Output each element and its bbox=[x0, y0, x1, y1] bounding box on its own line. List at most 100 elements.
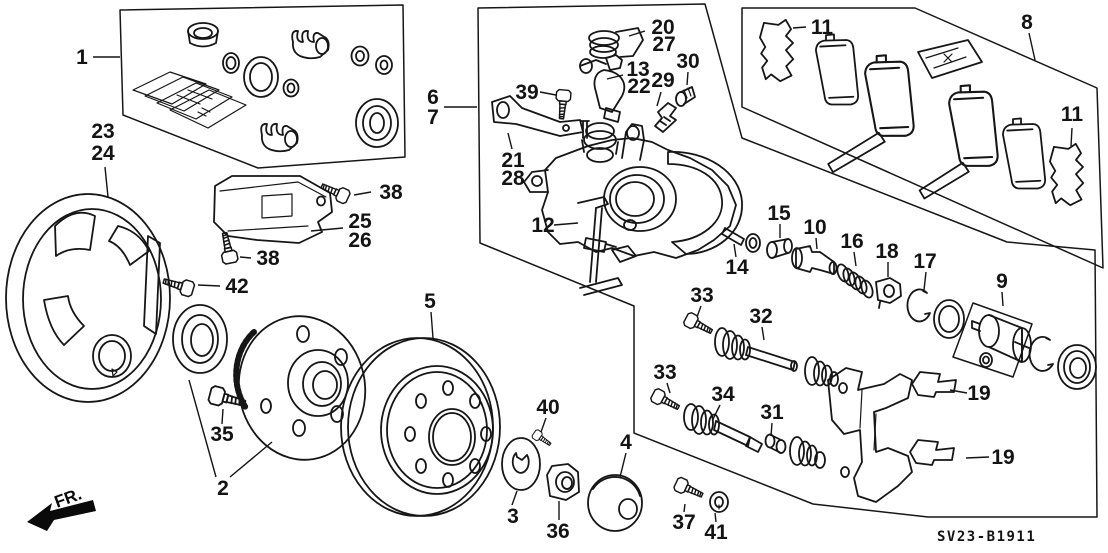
return-spring bbox=[588, 27, 644, 59]
leader-line-10 bbox=[815, 237, 818, 250]
brake-disc bbox=[340, 337, 501, 517]
leader-line-39 bbox=[539, 91, 557, 96]
leader-line-30 bbox=[686, 71, 689, 86]
leader-line-11 bbox=[1070, 127, 1073, 147]
carrier-bracket bbox=[827, 367, 913, 503]
callout-28: 28 bbox=[501, 167, 525, 190]
callout-38: 38 bbox=[379, 181, 403, 204]
callout-8: 8 bbox=[1021, 11, 1033, 34]
callout-21: 21 bbox=[501, 149, 525, 172]
callout-24: 24 bbox=[91, 142, 115, 165]
callout-2: 2 bbox=[217, 477, 229, 500]
leader-line-11 bbox=[792, 26, 807, 29]
seal-kit-box-outline bbox=[119, 4, 406, 169]
leader-line-32 bbox=[761, 326, 765, 341]
leader-line-33 bbox=[696, 305, 702, 318]
diagram-code: SV23-B1911 bbox=[937, 529, 1036, 545]
leader-line-9 bbox=[1001, 291, 1004, 307]
leader-line-29 bbox=[656, 91, 662, 107]
nut-41 bbox=[709, 491, 729, 513]
bolt-38-upper bbox=[318, 178, 352, 206]
leader-line-19 bbox=[949, 389, 968, 394]
pin-boot-lower bbox=[789, 436, 818, 467]
bleed-cap bbox=[675, 86, 696, 107]
slide-pin-group bbox=[648, 310, 839, 469]
leader-line-17 bbox=[923, 271, 927, 291]
retainer-19-upper bbox=[911, 371, 957, 398]
caliper-assembly bbox=[491, 27, 745, 296]
bolt-33-lower bbox=[648, 386, 683, 415]
callout-33: 33 bbox=[690, 284, 713, 307]
leader-line-42 bbox=[197, 284, 221, 287]
leader-line-12 bbox=[553, 222, 579, 226]
callout-6: 6 bbox=[427, 86, 439, 109]
leader-line-28 bbox=[507, 132, 513, 150]
callout-1: 1 bbox=[76, 46, 88, 69]
boot-left bbox=[933, 299, 965, 339]
callout-37: 37 bbox=[672, 511, 695, 534]
spindle-hardware bbox=[501, 428, 729, 532]
callout-34: 34 bbox=[711, 383, 735, 406]
boot-right bbox=[1057, 344, 1097, 390]
pad-inner bbox=[827, 49, 923, 174]
fr-direction-indicator: FR. bbox=[27, 484, 96, 531]
pad-outer bbox=[918, 79, 1007, 200]
hub-cap-4 bbox=[587, 474, 643, 532]
leader-line-24 bbox=[104, 166, 109, 198]
leader-line-27 bbox=[628, 30, 646, 37]
caliper-body bbox=[523, 120, 743, 263]
callout-19: 19 bbox=[967, 382, 990, 405]
seal-kit-contents bbox=[132, 22, 399, 153]
leader-line-2 bbox=[188, 379, 217, 478]
leader-line-26 bbox=[310, 227, 344, 232]
pad-spring bbox=[577, 196, 623, 296]
callout-35: 35 bbox=[210, 423, 234, 446]
leader-line-40 bbox=[540, 417, 547, 433]
leader-line-8 bbox=[1028, 32, 1036, 61]
callout-36: 36 bbox=[546, 520, 569, 543]
screw-42 bbox=[160, 272, 197, 299]
callout-22: 22 bbox=[627, 75, 650, 98]
leader-line-41 bbox=[714, 512, 717, 523]
piston-kit bbox=[933, 299, 1097, 390]
pad-backplate-right bbox=[998, 113, 1053, 195]
bushing-31 bbox=[764, 433, 787, 454]
callout-5: 5 bbox=[424, 290, 436, 313]
callout-16: 16 bbox=[840, 230, 863, 253]
leader-line-31 bbox=[770, 422, 773, 437]
piston bbox=[971, 314, 1032, 368]
dust-cover bbox=[213, 175, 333, 244]
callout-30: 30 bbox=[676, 50, 699, 73]
callout-15: 15 bbox=[767, 202, 791, 225]
piston-kit-box-outline bbox=[952, 302, 1033, 378]
bolt-33-upper bbox=[681, 310, 716, 339]
callout-42: 42 bbox=[225, 275, 248, 298]
callout-38: 38 bbox=[256, 247, 280, 270]
bolt-37 bbox=[672, 475, 706, 503]
pad-shim-left bbox=[755, 18, 799, 85]
callout-27: 27 bbox=[652, 33, 675, 56]
pad-kit-box-outline bbox=[741, 7, 1104, 269]
leader-line-14 bbox=[733, 243, 737, 258]
callout-39: 39 bbox=[515, 81, 538, 104]
leader-line-37 bbox=[683, 503, 686, 513]
pad-kit-contents bbox=[755, 18, 1089, 209]
fasteners-left bbox=[160, 178, 352, 413]
callout-3: 3 bbox=[507, 505, 519, 528]
leader-line-35 bbox=[221, 408, 224, 425]
washer-3 bbox=[501, 437, 541, 491]
retainer-19-lower bbox=[909, 439, 955, 466]
fr-arrow-icon bbox=[27, 500, 96, 531]
callout-40: 40 bbox=[536, 396, 559, 419]
leader-line-38 bbox=[353, 191, 372, 196]
pin-14 bbox=[721, 227, 745, 246]
leader-line-34 bbox=[712, 404, 721, 420]
caliper-group-box-outline bbox=[477, 3, 1098, 518]
leader-line-38 bbox=[239, 256, 252, 259]
spindle-nut-36 bbox=[546, 463, 580, 501]
callout-41: 41 bbox=[704, 521, 728, 544]
callout-17: 17 bbox=[913, 250, 936, 273]
